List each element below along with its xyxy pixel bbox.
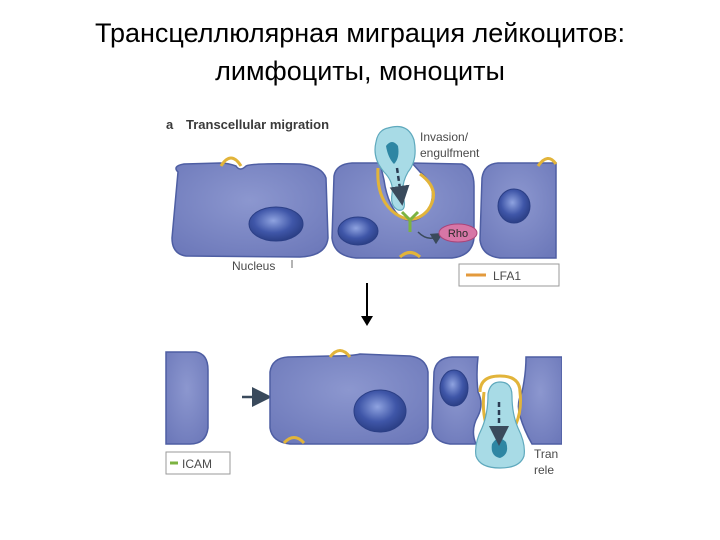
- nucleus-label: Nucleus: [232, 259, 275, 273]
- bottom-panel: ICAM Tran rele: [165, 349, 563, 477]
- top-panel: a Transcellular migration Rho Invasion/ …: [166, 117, 560, 287]
- leukocyte-core-top: [386, 142, 399, 164]
- icam-legend-label: ICAM: [182, 457, 212, 471]
- slide-title-line-1: Трансцеллюлярная миграция лейкоцитов:: [95, 18, 625, 48]
- release-label-line-1: Tran: [534, 447, 558, 461]
- rho-arrow: [417, 231, 444, 245]
- endothelial-cell-5: [269, 353, 429, 445]
- membrane-dome-4: [328, 349, 352, 358]
- nucleus-3: [497, 188, 531, 224]
- endothelial-cell-7: [517, 356, 563, 445]
- rho-label: Rho: [448, 228, 468, 240]
- figure-right-crop: [562, 110, 602, 490]
- nucleus-4: [353, 389, 407, 433]
- lfa1-legend-label: LFA1: [493, 269, 521, 283]
- nucleus-1: [248, 206, 304, 242]
- rho-badge: [438, 223, 478, 243]
- slide-title-line-2: лимфоциты, моноциты: [215, 56, 505, 86]
- membrane-dome-1: [219, 156, 243, 167]
- panel-title: Transcellular migration: [186, 117, 329, 132]
- legend-box-bottom: [165, 451, 231, 475]
- release-label-line-2: rele: [534, 463, 554, 477]
- invading-leukocyte: [374, 125, 416, 211]
- slide-title: Трансцеллюлярная миграция лейкоцитов: ли…: [0, 14, 720, 90]
- migration-arrow-top: [389, 167, 410, 206]
- panel-letter: a: [166, 117, 174, 132]
- endothelial-cell-1: [171, 162, 329, 258]
- membrane-dome-2: [398, 251, 422, 259]
- legend-box-top: [458, 263, 560, 287]
- membrane-dome-5: [282, 436, 306, 445]
- invasion-label-line-1: Invasion/: [420, 130, 469, 144]
- nucleus-5: [439, 369, 469, 407]
- endothelial-cell-4: [165, 351, 209, 445]
- nucleus-2: [337, 216, 379, 246]
- released-leukocyte: [475, 381, 525, 469]
- transition-arrow-head: [361, 316, 373, 326]
- invasion-label-line-2: engulfment: [420, 146, 480, 160]
- lfa1-icam-bond: [400, 210, 420, 232]
- membrane-dome-3: [536, 157, 558, 167]
